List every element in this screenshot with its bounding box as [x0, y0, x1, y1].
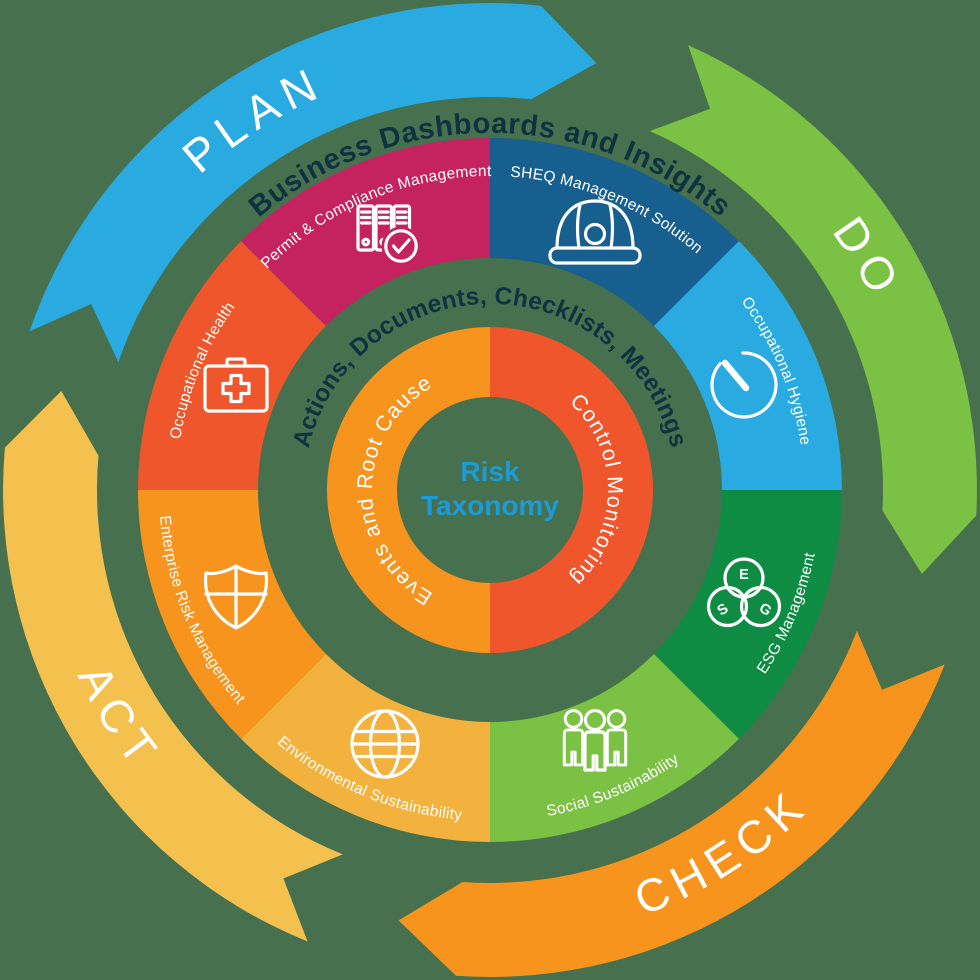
- segment-sheq-management-solution: [490, 138, 739, 326]
- center-hub: Risk Taxonomy: [421, 456, 559, 521]
- center-title-line2: Taxonomy: [421, 490, 559, 521]
- check-arrow: [398, 630, 945, 977]
- events-root-cause-half: [327, 327, 490, 653]
- inner-ring: [327, 327, 653, 653]
- segment-ring: [138, 138, 842, 842]
- hard-hat-icon: [548, 199, 642, 265]
- globe-icon: [350, 709, 420, 779]
- esg-trefoil-icon: E S G: [706, 557, 782, 628]
- segment-enterprise-risk-management: [138, 490, 326, 739]
- center-title-line1: Risk: [460, 456, 520, 487]
- do-arrow: [649, 45, 977, 575]
- binders-check-icon: [356, 204, 421, 266]
- segment-social-sustainability: [490, 654, 739, 842]
- people-group-icon: [562, 708, 628, 772]
- checkmark: [391, 238, 411, 254]
- segment-esg-management: [654, 490, 842, 739]
- control-monitoring-half: [490, 327, 653, 653]
- segment-occupational-hygiene: [654, 241, 842, 490]
- segment-permit-compliance-management: [241, 138, 490, 326]
- first-aid-kit-icon: [203, 357, 269, 413]
- act-arrow: [3, 391, 343, 942]
- esg-letter-e: E: [739, 567, 749, 583]
- segment-environmental-sustainability: [241, 654, 490, 842]
- plan-arrow: [29, 3, 597, 363]
- gauge-icon: [710, 351, 778, 419]
- shield-icon: [203, 564, 269, 630]
- outer-cycle-arrows: [3, 3, 977, 977]
- check-circle: [384, 229, 418, 263]
